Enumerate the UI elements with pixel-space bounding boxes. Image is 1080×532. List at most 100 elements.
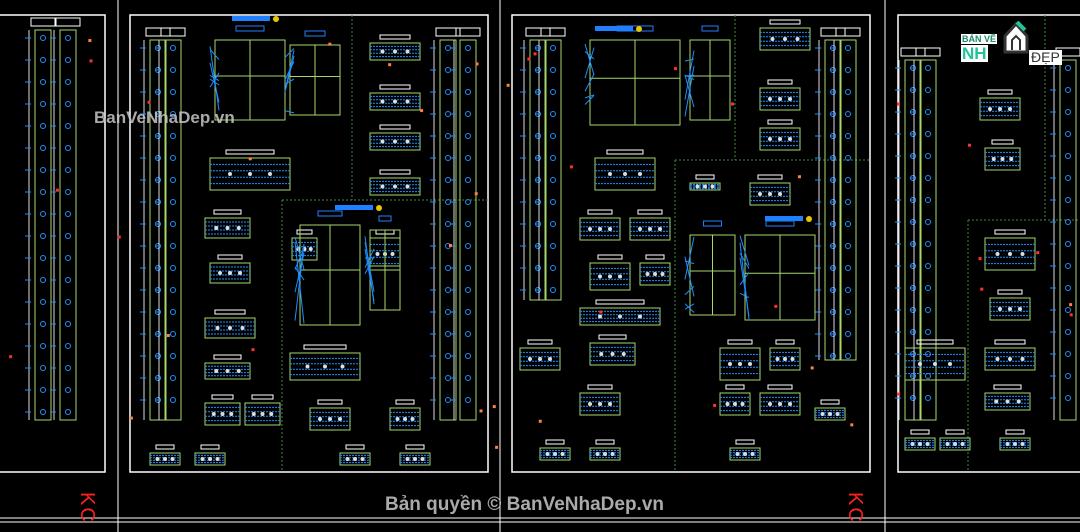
accent-mark xyxy=(774,304,778,308)
dim-annotation xyxy=(284,55,295,93)
bolt-marker xyxy=(925,285,931,291)
bolt-hole xyxy=(835,412,840,416)
accent-mark xyxy=(533,52,537,56)
dim-annotation xyxy=(294,236,305,270)
bolt-hole xyxy=(215,457,220,461)
bolt-hole xyxy=(229,412,234,416)
bolt-marker xyxy=(465,265,471,271)
accent-mark xyxy=(147,100,151,104)
column-cap xyxy=(540,27,566,37)
bolt-hole xyxy=(538,357,542,361)
detail-title-bar xyxy=(757,174,783,180)
accent-mark xyxy=(673,67,677,71)
bolt-hole xyxy=(269,412,274,416)
bolt-hole xyxy=(1000,157,1005,161)
bolt-marker xyxy=(845,221,851,227)
bolt-hole xyxy=(236,226,241,230)
bolt-hole xyxy=(405,99,410,104)
bolt-marker xyxy=(65,343,71,349)
bolt-hole xyxy=(795,37,800,41)
detail-title-bar xyxy=(727,339,753,345)
sheet-frame xyxy=(129,14,489,473)
column-cap xyxy=(455,27,481,37)
steel-column xyxy=(459,39,477,421)
steel-column xyxy=(529,39,547,301)
bolt-hole xyxy=(778,192,782,196)
bolt-marker xyxy=(465,243,471,249)
bolt-hole xyxy=(998,107,1002,111)
bolt-marker xyxy=(925,241,931,247)
bolt-hole xyxy=(323,364,327,369)
bolt-marker xyxy=(40,189,46,195)
section-title-bar xyxy=(595,26,633,31)
column-cap xyxy=(900,47,926,57)
accent-mark xyxy=(479,409,483,413)
bolt-marker xyxy=(65,145,71,151)
detail-title-bar xyxy=(395,399,415,405)
bolt-marker xyxy=(845,199,851,205)
accent-mark xyxy=(538,419,542,423)
bolt-marker xyxy=(845,133,851,139)
bolt-hole xyxy=(703,184,707,189)
bolt-marker xyxy=(40,409,46,415)
bolt-marker xyxy=(170,45,176,51)
detail-plate xyxy=(749,182,791,206)
bolt-marker xyxy=(40,365,46,371)
detail-plate xyxy=(759,127,801,151)
watermark-bottom: Bản quyền © BanVeNhaDep.vn xyxy=(385,494,665,515)
bolt-hole xyxy=(603,452,607,456)
bolt-marker xyxy=(845,265,851,271)
bolt-marker xyxy=(65,321,71,327)
bolt-hole xyxy=(783,37,787,41)
bolt-marker xyxy=(465,375,471,381)
steel-column xyxy=(824,39,842,361)
detail-plate xyxy=(519,347,561,371)
detail-plate xyxy=(289,352,361,381)
detail-title-bar xyxy=(155,444,175,450)
bolt-marker xyxy=(40,343,46,349)
bolt-hole xyxy=(588,402,592,406)
bolt-marker xyxy=(445,89,451,95)
dim-annotation xyxy=(209,48,220,60)
bolt-hole xyxy=(598,402,602,406)
detail-title-bar xyxy=(767,119,793,125)
detail-title-bar xyxy=(379,169,411,175)
bolt-marker xyxy=(465,287,471,293)
detail-plate xyxy=(204,217,251,239)
bolt-hole xyxy=(1020,252,1025,256)
bolt-marker xyxy=(445,287,451,293)
bolt-marker xyxy=(925,65,931,71)
detail-plate xyxy=(629,217,671,241)
bolt-marker xyxy=(1065,219,1071,225)
bolt-marker xyxy=(445,309,451,315)
detail-plate xyxy=(594,157,656,191)
marker-icon xyxy=(636,26,642,32)
accent-mark xyxy=(896,102,900,106)
bolt-marker xyxy=(40,211,46,217)
bolt-hole xyxy=(778,402,782,406)
detail-plate xyxy=(689,182,721,191)
detail-title-bar xyxy=(820,399,840,405)
bolt-marker xyxy=(170,133,176,139)
bolt-marker xyxy=(1065,131,1071,137)
bolt-hole xyxy=(733,402,737,406)
detail-plate xyxy=(339,452,371,466)
steel-column xyxy=(164,39,182,421)
detail-plate xyxy=(579,217,621,241)
bolt-marker xyxy=(170,287,176,293)
bolt-marker xyxy=(65,299,71,305)
bolt-hole xyxy=(1008,107,1012,111)
dim-annotation xyxy=(284,78,295,85)
bolt-hole xyxy=(995,357,1000,361)
logo-text-1: BẢN VẼ xyxy=(961,34,998,44)
accent-mark xyxy=(797,175,801,179)
bolt-marker xyxy=(465,133,471,139)
detail-title-bar xyxy=(527,339,553,345)
bolt-hole xyxy=(608,172,612,176)
bolt-marker xyxy=(550,177,556,183)
bolt-marker xyxy=(845,67,851,73)
bolt-marker xyxy=(170,331,176,337)
detail-title-bar xyxy=(200,444,220,450)
detail-title-bar xyxy=(645,254,665,260)
